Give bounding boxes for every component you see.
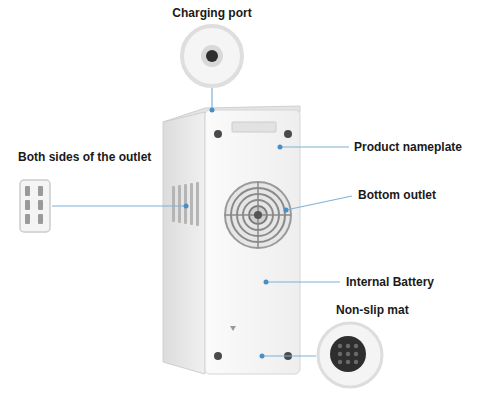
non-slip-mat-inset-part xyxy=(318,323,382,387)
non-slip-mat-inset-part-part xyxy=(346,360,350,364)
non-slip-mat-inset-part-part xyxy=(354,344,358,348)
leader-lines-part xyxy=(211,88,212,110)
non-slip-mat-inset-part xyxy=(338,344,358,364)
device-body-part xyxy=(205,110,300,374)
leader-dots-part xyxy=(184,204,189,209)
side-vents-part xyxy=(196,182,199,226)
vent-inset-part xyxy=(38,186,43,196)
leader-lines xyxy=(52,88,352,356)
non-slip-mat-inset-part xyxy=(330,336,366,372)
device-mark xyxy=(230,326,236,331)
vent-inset-part xyxy=(25,200,30,210)
non-slip-mat-inset-part-part xyxy=(338,352,342,356)
screws-part xyxy=(214,130,222,138)
non-slip-mat-inset-part-part xyxy=(354,352,358,356)
screws-part xyxy=(284,130,292,138)
leader-dots-part xyxy=(284,208,289,213)
vent-inset-part xyxy=(38,200,43,210)
leader-dots-part xyxy=(210,108,215,113)
charging-port-inset-part xyxy=(201,45,223,67)
leader-dots-part xyxy=(278,145,283,150)
vent-inset-part xyxy=(20,180,50,232)
leader-lines-part xyxy=(52,205,186,206)
leader-lines-part xyxy=(286,196,352,210)
fan-outlet-part xyxy=(225,182,291,248)
non-slip-mat-inset-part-part xyxy=(338,344,342,348)
charging-port-inset-part xyxy=(206,50,218,62)
screws xyxy=(214,130,292,360)
non-slip-mat-inset-part-part xyxy=(346,344,350,348)
non-slip-mat-inset-part-part xyxy=(338,360,342,364)
vent-inset-part xyxy=(25,214,30,224)
side-vents-part xyxy=(172,186,175,222)
leader-lines-part xyxy=(262,355,316,356)
part-label: Non-slip mat xyxy=(336,303,409,318)
non-slip-mat-inset-part-part xyxy=(346,352,350,356)
side-vents-part xyxy=(178,185,181,223)
vent-inset-part xyxy=(25,186,30,196)
charging-port-inset xyxy=(182,26,242,86)
leader-lines-part xyxy=(266,281,340,282)
vent-inset xyxy=(20,180,50,232)
part-label: Charging port xyxy=(172,6,251,21)
side-vents xyxy=(172,182,199,226)
fan-outlet xyxy=(225,182,291,248)
leader-dots xyxy=(184,108,289,359)
nameplate-sticker xyxy=(232,122,276,132)
part-label: Internal Battery xyxy=(346,275,434,290)
screws-part xyxy=(214,352,222,360)
side-vents-part xyxy=(190,183,193,225)
leader-lines-part xyxy=(280,146,349,147)
part-label: Both sides of the outlet xyxy=(18,150,151,165)
vent-inset-part xyxy=(38,214,43,224)
leader-dots-part xyxy=(264,280,269,285)
device-body xyxy=(163,106,300,374)
leader-dots-part xyxy=(260,354,265,359)
charging-port-inset-part xyxy=(182,26,242,86)
fan-outlet-part xyxy=(254,211,262,219)
non-slip-mat-inset-part-part xyxy=(354,360,358,364)
part-label: Bottom outlet xyxy=(358,188,436,203)
non-slip-mat-inset xyxy=(318,323,382,387)
part-label: Product nameplate xyxy=(354,140,462,155)
device-body-part xyxy=(163,112,205,374)
